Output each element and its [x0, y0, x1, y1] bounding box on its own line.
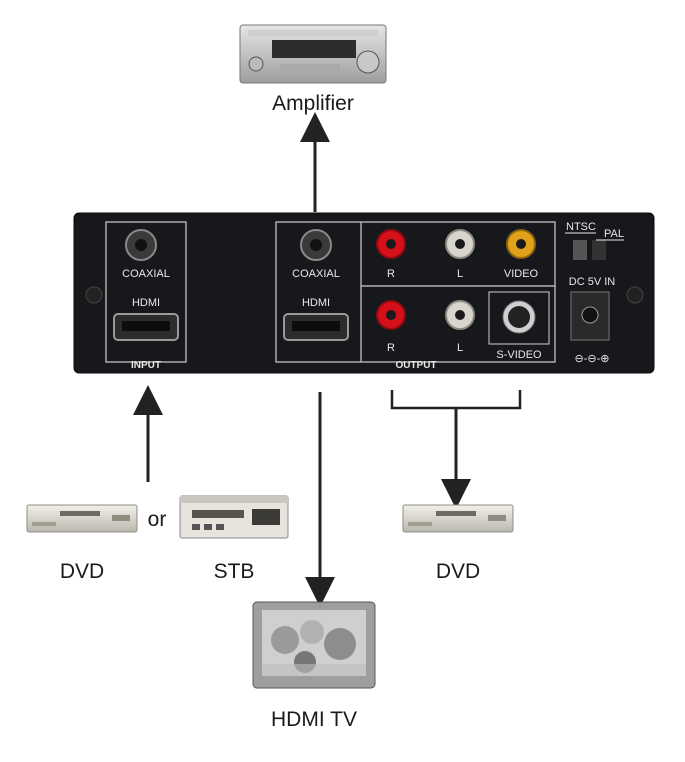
input-coaxial-label: COAXIAL — [122, 268, 170, 280]
svideo-label: S-VIDEO — [496, 349, 542, 361]
amplifier-image — [239, 24, 387, 84]
output-coaxial-label: COAXIAL — [292, 268, 340, 280]
audio-l-bottom-label: L — [457, 342, 463, 354]
input-section-label: INPUT — [131, 360, 161, 371]
output-bracket — [390, 390, 522, 410]
dvd-input-image — [26, 504, 138, 533]
pal-label: PAL — [604, 228, 624, 240]
output-section-label: OUTPUT — [395, 360, 436, 371]
audio-r-bottom-label: R — [387, 342, 395, 354]
hdmi-tv-image — [252, 601, 376, 689]
dvd-output-label: DVD — [435, 560, 481, 583]
polarity-label: ⊖-⊖-⊕ — [575, 353, 610, 365]
hdmi-tv-label: HDMI TV — [271, 708, 357, 731]
amplifier-label: Amplifier — [272, 92, 354, 115]
dvd-input-label: DVD — [59, 560, 105, 583]
dvd-output-image — [402, 504, 514, 533]
stb-image — [179, 495, 289, 539]
or-label: or — [147, 508, 167, 531]
audio-r-top-label: R — [387, 268, 395, 280]
converter-back-panel — [73, 212, 655, 374]
ntsc-label: NTSC — [566, 221, 596, 233]
input-hdmi-label: HDMI — [132, 297, 160, 309]
audio-l-top-label: L — [457, 268, 463, 280]
dc-input-label: DC 5V IN — [569, 276, 616, 288]
video-label: VIDEO — [504, 268, 539, 280]
output-hdmi-label: HDMI — [302, 297, 330, 309]
stb-label: STB — [213, 560, 255, 583]
